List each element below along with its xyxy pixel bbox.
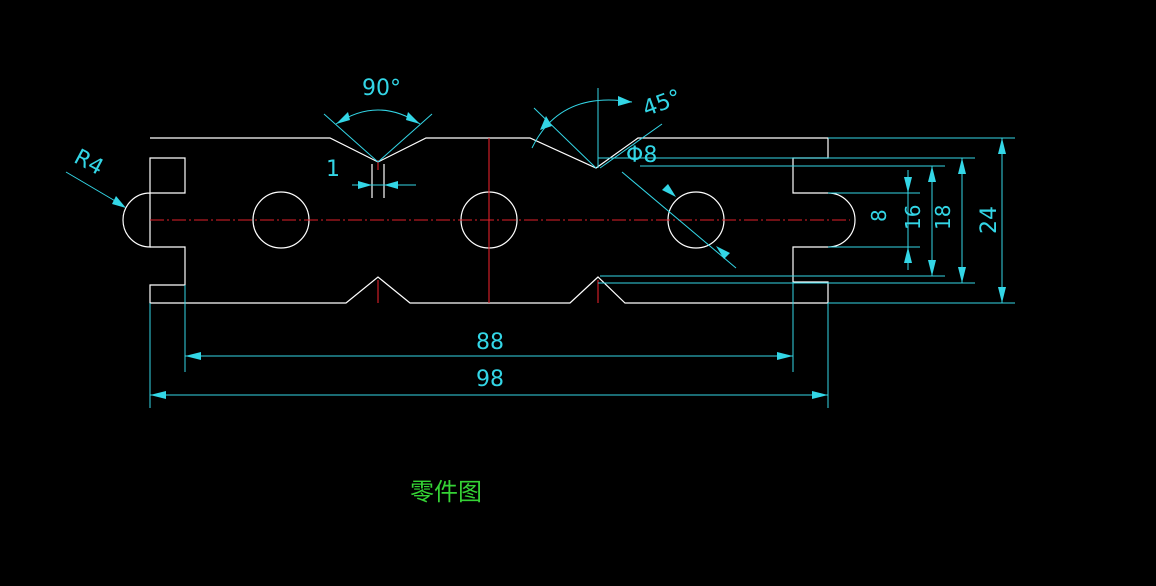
chamfer-ext-right (599, 123, 663, 169)
label-radius-r4: R4 (70, 145, 108, 181)
dimension-labels: 90° 45° 1 R4 Φ8 88 98 8 16 18 24 (70, 76, 1002, 392)
arrow-8-bottom (904, 247, 912, 263)
arrow-98-left (150, 391, 166, 399)
arrow-98-right (812, 391, 828, 399)
label-length-88: 88 (476, 330, 504, 355)
angle-arrow-90-left (336, 112, 350, 124)
arrow-16-bottom (928, 260, 936, 276)
label-height-16: 16 (901, 205, 925, 230)
slot-arrow-right (384, 181, 398, 189)
notch-ext-right (377, 113, 433, 163)
part-top-edge (150, 137, 829, 194)
part-right-slot (827, 192, 856, 248)
phi8-arrow-bottom (716, 246, 730, 259)
center-lines (150, 138, 850, 303)
label-angle-45: 45° (639, 85, 684, 122)
label-height-18: 18 (931, 205, 955, 230)
arrow-88-right (777, 352, 793, 360)
arrow-16-top (928, 166, 936, 182)
label-height-24: 24 (977, 206, 1002, 234)
arrow-18-bottom (958, 267, 966, 283)
part-left-slot (122, 157, 186, 248)
label-hole-diameter: Φ8 (626, 143, 657, 168)
arrow-88-left (185, 352, 201, 360)
r4-leader (65, 171, 123, 206)
angle-arrow-90-right (406, 112, 420, 124)
drawing-caption: 零件图 (410, 478, 482, 506)
arrow-8-top (904, 177, 912, 193)
chamfer-ext-slanted (533, 107, 597, 169)
label-angle-90: 90° (362, 76, 401, 101)
phi8-arrow-top (662, 184, 676, 197)
angle-arrow-45-right (618, 96, 632, 106)
arrow-18-top (958, 158, 966, 174)
phi8-leader (621, 171, 737, 269)
label-height-8: 8 (867, 209, 891, 222)
arrow-24-bottom (998, 287, 1006, 303)
label-length-98: 98 (476, 367, 504, 392)
angle-arc-45 (531, 99, 633, 149)
dimension-lines (65, 88, 1015, 408)
slot-arrow-left (358, 181, 372, 189)
arrow-24-top (998, 138, 1006, 154)
angle-arrow-45-left (540, 116, 552, 130)
label-slot-width: 1 (326, 157, 340, 182)
part-bottom-edge (149, 246, 829, 304)
notch-ext-left (323, 113, 379, 163)
r4-arrow (112, 196, 126, 208)
